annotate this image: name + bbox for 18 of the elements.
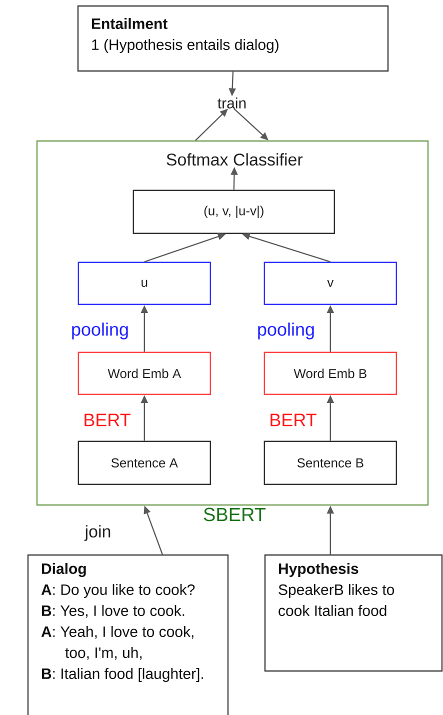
result-box: Entailment 1 (Hypothesis entails dialog) <box>77 5 389 72</box>
sentence-box: Sentence A <box>78 440 211 485</box>
edge-label: join <box>84 525 110 541</box>
node-label: SBERT <box>204 508 266 522</box>
train-label: train <box>218 98 246 108</box>
embedding-box: Word Emb A <box>78 352 211 395</box>
input-box: Dialog A: Do you like to cook? B: Yes, I love to cook. A: Yeah, I love to cook, too, I'm, uh, B: Italian food [laughter]. <box>27 554 229 715</box>
sentence-box: Sentence B <box>264 440 397 485</box>
input-box: Hypothesis SpeakerB likes to cook Italian food <box>264 554 443 672</box>
edge-label: BERT <box>270 414 316 426</box>
vector-box: v <box>264 262 397 305</box>
vector-box: u <box>78 262 211 305</box>
edge-label: pooling <box>258 322 314 340</box>
edge-label: pooling <box>72 322 128 340</box>
embedding-box: Word Emb B <box>264 352 397 395</box>
classifier-label: Softmax Classifier <box>166 153 303 166</box>
vector-box: (u, v, |u-v|) <box>132 190 335 234</box>
edge-label: BERT <box>84 414 130 426</box>
